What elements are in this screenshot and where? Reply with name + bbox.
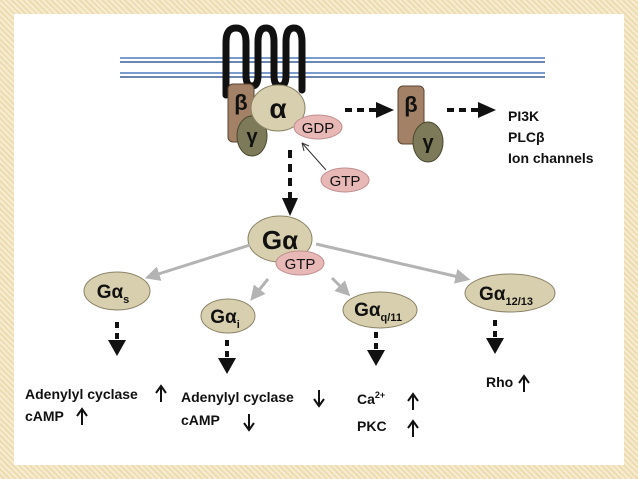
effector-ion-channels: Ion channels	[508, 150, 594, 166]
cell-membrane	[120, 57, 545, 78]
arrow-gq-down	[367, 332, 385, 366]
up-arrow-icon	[76, 407, 88, 425]
svg-text:Gαs: Gαs	[97, 282, 130, 306]
arrow-to-galpha-gtp	[282, 150, 298, 216]
effector-pi3k: PI3K	[508, 108, 539, 124]
gamma-label: γ	[246, 126, 258, 148]
gdp-label: GDP	[302, 120, 335, 137]
gtp-exchange-arrowhead	[301, 142, 310, 152]
down-arrow-icon	[313, 390, 325, 408]
up-arrow-icon	[407, 392, 419, 410]
down-arrow-icon	[243, 414, 255, 432]
diagram: β γ α GDP GTP β γ PI3K PLCβ Ion channels	[25, 24, 594, 437]
galpha-q11: Gαq/11	[342, 291, 418, 329]
gtp-bubble-top	[320, 167, 370, 193]
gtp-bubble-center	[275, 250, 325, 276]
arrow-g1213-down	[486, 320, 504, 354]
branch-arrow-gs	[144, 243, 251, 281]
svg-text:Gαi: Gαi	[210, 307, 240, 331]
dimer-beta-label: β	[404, 92, 417, 117]
galpha-i: Gαi	[200, 298, 256, 334]
branch-arrow-g1213	[315, 242, 471, 284]
branch-arrow-gi	[250, 278, 270, 301]
up-arrow-icon	[155, 384, 167, 402]
svg-text:Gαq/11: Gαq/11	[354, 300, 402, 324]
g-protein-heterotrimer: β γ α GDP	[227, 83, 343, 157]
effector-plcb: PLCβ	[508, 129, 545, 145]
gi-adenylyl-cyclase: Adenylyl cyclase	[181, 389, 294, 405]
branch-arrow-gq	[330, 276, 351, 297]
svg-text:Gα12/13: Gα12/13	[479, 284, 533, 308]
gtp-label-top: GTP	[330, 173, 361, 190]
up-arrow-icon	[407, 419, 419, 437]
gdp-bubble	[293, 114, 343, 140]
downstream-arrows	[108, 320, 504, 374]
alpha-label: α	[269, 93, 286, 124]
galpha-g: G	[262, 225, 282, 255]
arrow-to-dimer	[345, 102, 394, 118]
slide: β γ α GDP GTP β γ PI3K PLCβ Ion channels	[14, 14, 624, 465]
arrow-to-effectors	[447, 102, 496, 118]
arrow-gi-down	[218, 340, 236, 374]
galpha-12-13: Gα12/13	[464, 273, 556, 313]
up-arrow-icon	[518, 374, 530, 392]
alpha-subunit	[250, 84, 306, 132]
gtp-exchange-arrow	[301, 142, 327, 171]
dimer-gamma-label: γ	[422, 132, 434, 154]
galpha-alpha: α	[282, 225, 298, 255]
galpha-label: Gα	[262, 225, 298, 255]
gq-pkc: PKC	[357, 418, 387, 434]
gs-camp: cAMP	[25, 408, 64, 424]
beta-label: β	[234, 90, 247, 115]
beta-gamma-dimer: β γ	[397, 85, 444, 163]
gs-adenylyl-cyclase: Adenylyl cyclase	[25, 386, 138, 402]
arrow-gs-down	[108, 322, 126, 356]
gi-camp: cAMP	[181, 412, 220, 428]
branch-arrows	[144, 242, 471, 301]
active-galpha: Gα GTP	[247, 215, 325, 276]
gpcr-receptor	[222, 24, 306, 99]
dimer-gamma-subunit	[412, 121, 444, 163]
galpha-s: Gαs	[83, 271, 151, 311]
gtp-label-center: GTP	[285, 256, 316, 273]
gamma-subunit	[236, 115, 268, 157]
gq-calcium: Ca2+	[357, 390, 385, 407]
g1213-rho: Rho	[486, 374, 513, 390]
